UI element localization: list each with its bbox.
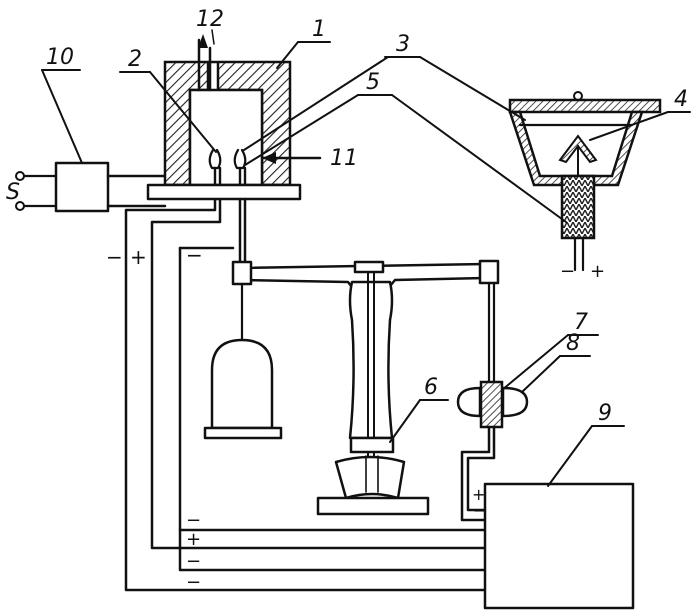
counterweight-base [203,426,283,440]
inset-cup [558,134,598,164]
inset-coil [560,174,596,240]
scale-arc [334,455,406,500]
recorder-box [483,482,635,610]
ac-source: S [6,171,58,211]
pointer-clamp [349,436,395,454]
fulcrum-cap [353,260,385,274]
callout-10: 10 [46,45,74,70]
callout-11: 11 [330,146,358,171]
furnace-base-plate [146,183,302,201]
callout-12: 12 [196,7,224,32]
furnace-chamber [163,34,292,187]
photocell-right [501,386,529,418]
lid-knob [573,91,583,101]
shutter-vane [479,380,504,429]
furnace-cavity [190,90,262,185]
power-supply-box [54,161,167,213]
thermocouple-leads [124,198,487,592]
gas-inlet [260,152,322,164]
callout-8: 8 [566,331,580,356]
callout-3: 3 [396,32,410,57]
callout-2: 2 [128,47,142,72]
inlet-arrow [262,152,276,164]
box-plus-sign: + [472,485,485,504]
balance-assembly [231,259,500,516]
box-minus-sign: − [473,501,486,520]
optical-sensor [456,380,529,429]
thermocouple-rod [238,197,247,264]
callout-6: 6 [424,375,438,400]
callout-7: 7 [574,310,588,335]
right-suspension [487,281,496,384]
left-minus-sign: − [106,245,123,269]
counterweight [203,282,283,440]
callout-4: 4 [674,87,688,112]
bus-minus-sign-2: − [186,551,201,572]
inset-plus-sign: + [590,261,605,282]
beam-left-joint [231,260,253,286]
inset-lid [508,98,662,114]
counterweight-bell [210,338,274,430]
heater-supply-leads [178,246,487,572]
left-plus-sign: + [130,245,147,269]
beam-right-joint [478,259,500,285]
callout-5: 5 [366,70,380,95]
balance-column [348,280,394,440]
callout-9: 9 [598,401,612,426]
ac-terminal-top [15,171,25,181]
inner-minus-sign: − [186,243,203,267]
balance-base [316,496,430,516]
callout-1: 1 [312,17,326,42]
polarity-marks: − + − + − − + − − [106,243,486,593]
sensor-leads [460,425,496,522]
bus-minus-sign-3: − [186,572,201,593]
ac-source-symbol: S [6,180,20,205]
inset-minus-sign: − [560,261,575,282]
bus-minus-sign-1: − [186,510,201,531]
lamp-left [456,386,482,418]
outlet-arrow [198,34,208,48]
crucible-inset: − + [508,91,662,282]
bus-plus-sign: + [186,529,201,550]
leader-lines [41,29,691,487]
